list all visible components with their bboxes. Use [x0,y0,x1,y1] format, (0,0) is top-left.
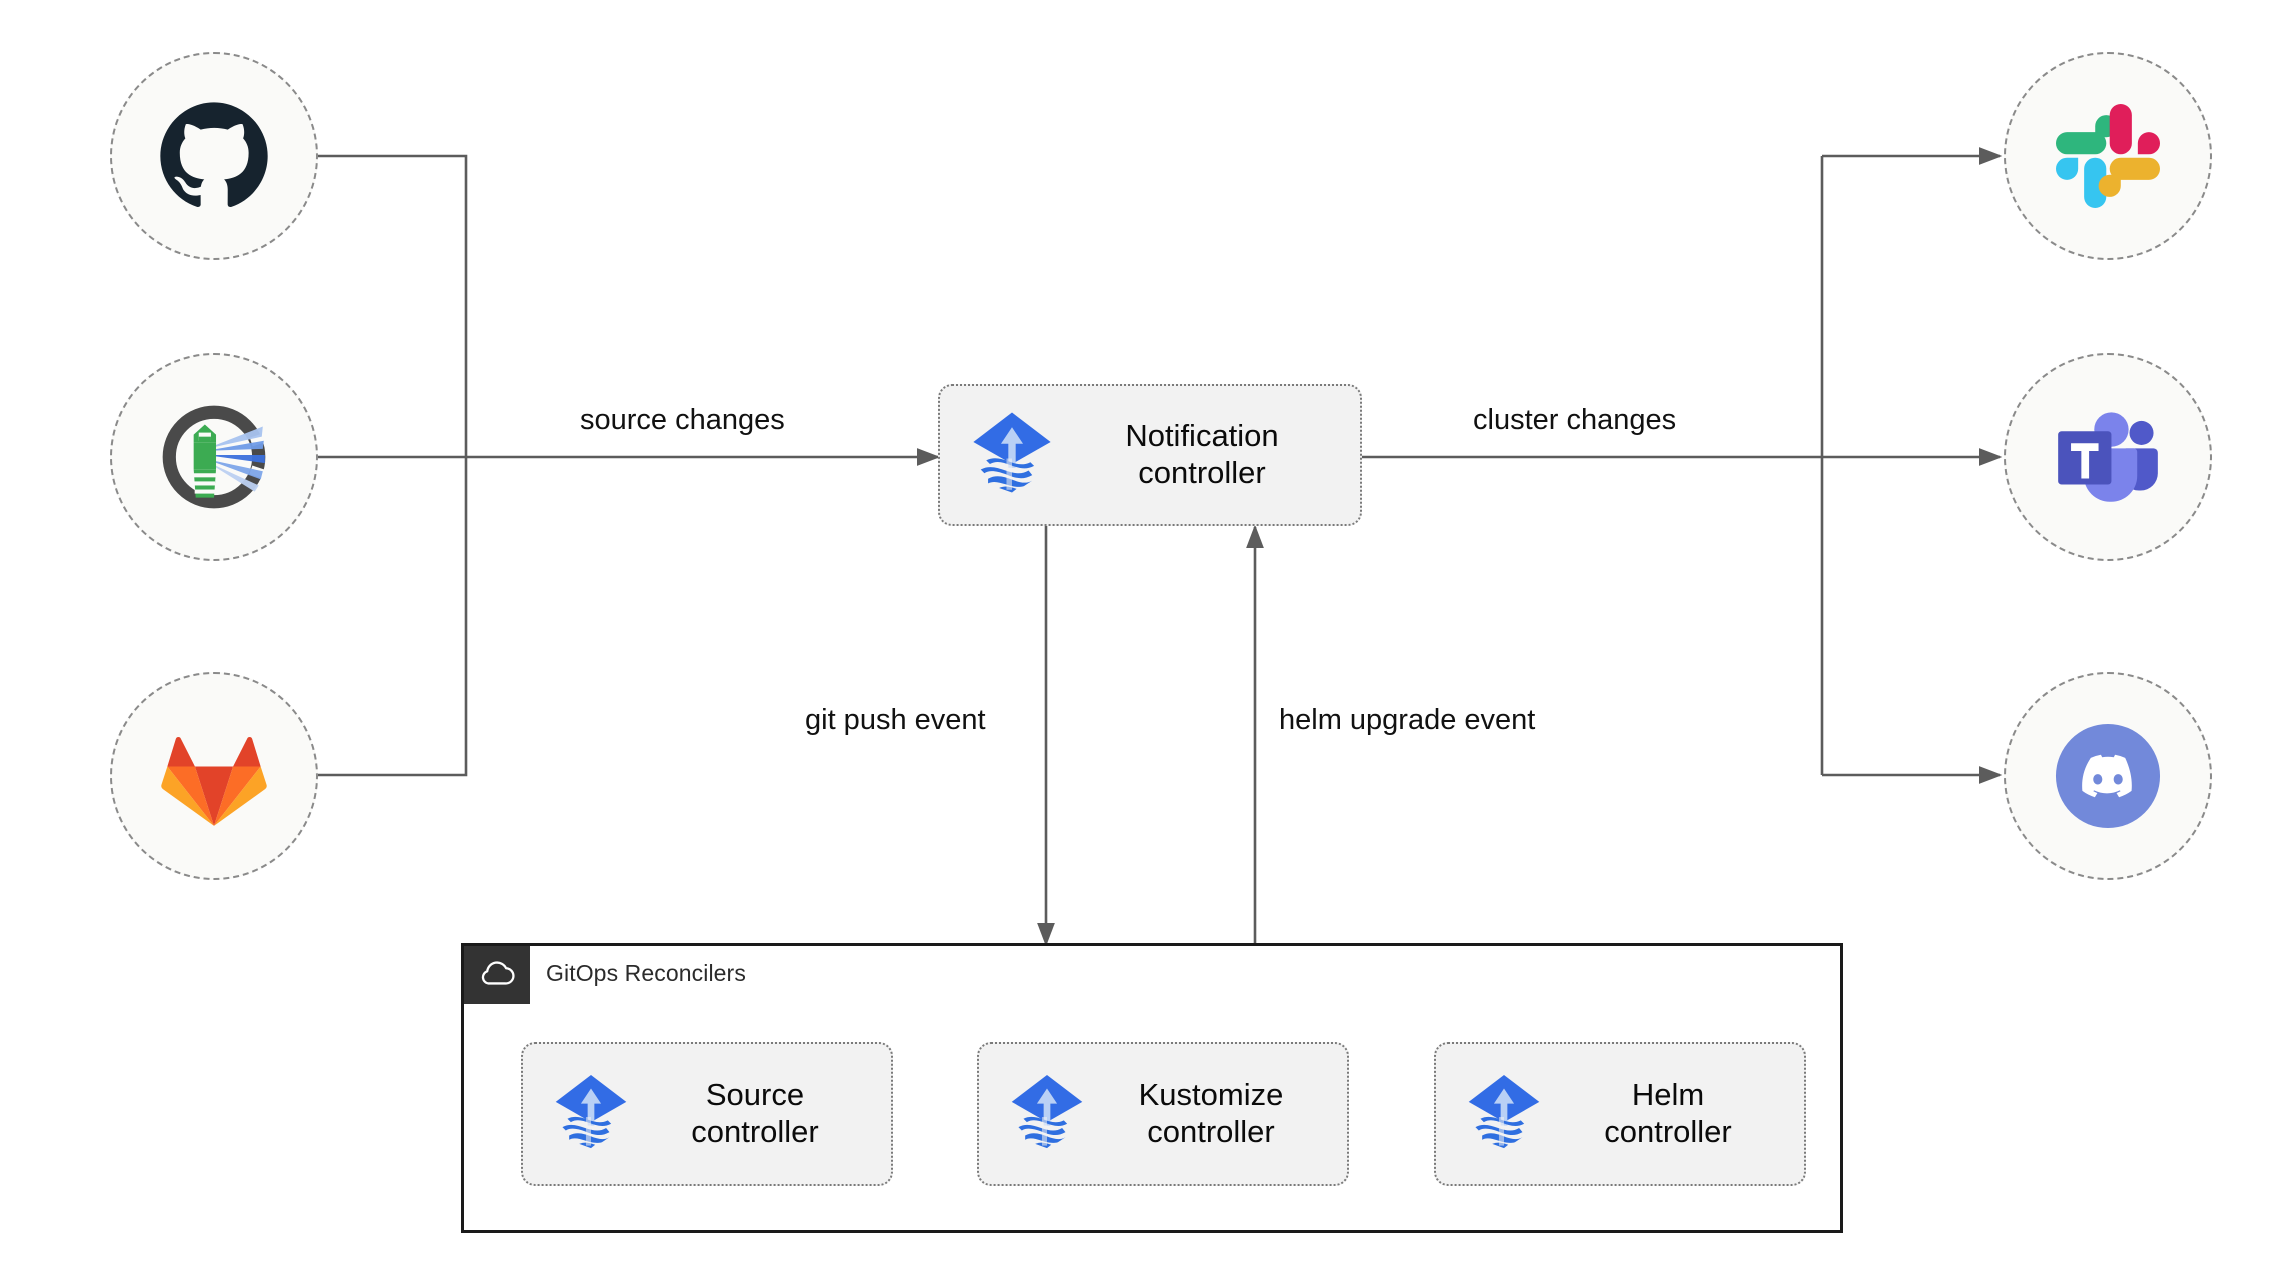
kustomize-controller-box[interactable]: Kustomize controller [977,1042,1349,1186]
kustomize-controller-label: Kustomize controller [1138,1077,1284,1149]
destination-node-slack[interactable] [2004,52,2212,260]
cloud-icon [478,959,516,992]
wire-gitlab-to-bus [318,457,468,777]
edge-label-git-push-event: git push event [805,704,986,736]
discord-icon [2054,722,2162,830]
notification-controller-label: Notification controller [1125,418,1279,490]
microsoft-teams-icon [2053,405,2163,509]
gitops-reconcilers-container: GitOps Reconcilers Source controller [461,943,1843,1233]
flux-logo-icon [966,407,1058,504]
flux-lighthouse-icon [153,396,275,518]
destination-node-discord[interactable] [2004,672,2212,880]
source-node-github[interactable] [110,52,318,260]
source-node-gitlab[interactable] [110,672,318,880]
github-icon [158,100,270,212]
edge-label-helm-upgrade-event: helm upgrade event [1279,704,1536,736]
gitlab-icon [161,726,267,826]
notification-controller-box[interactable]: Notification controller [938,384,1362,526]
flux-logo-icon [549,1070,633,1159]
source-node-flux[interactable] [110,353,318,561]
slack-icon [2056,104,2160,208]
gitops-title: GitOps Reconcilers [546,960,746,986]
source-controller-box[interactable]: Source controller [521,1042,893,1186]
flux-logo-icon [1005,1070,1089,1159]
wire-github-to-bus [318,154,468,457]
edge-label-cluster-changes: cluster changes [1473,404,1677,436]
gitops-tab [464,946,530,1004]
edge-label-source-changes: source changes [580,404,785,436]
flux-logo-icon [1462,1070,1546,1159]
source-controller-label: Source controller [691,1077,819,1149]
helm-controller-label: Helm controller [1604,1077,1732,1149]
helm-controller-box[interactable]: Helm controller [1434,1042,1806,1186]
destination-node-teams[interactable] [2004,353,2212,561]
